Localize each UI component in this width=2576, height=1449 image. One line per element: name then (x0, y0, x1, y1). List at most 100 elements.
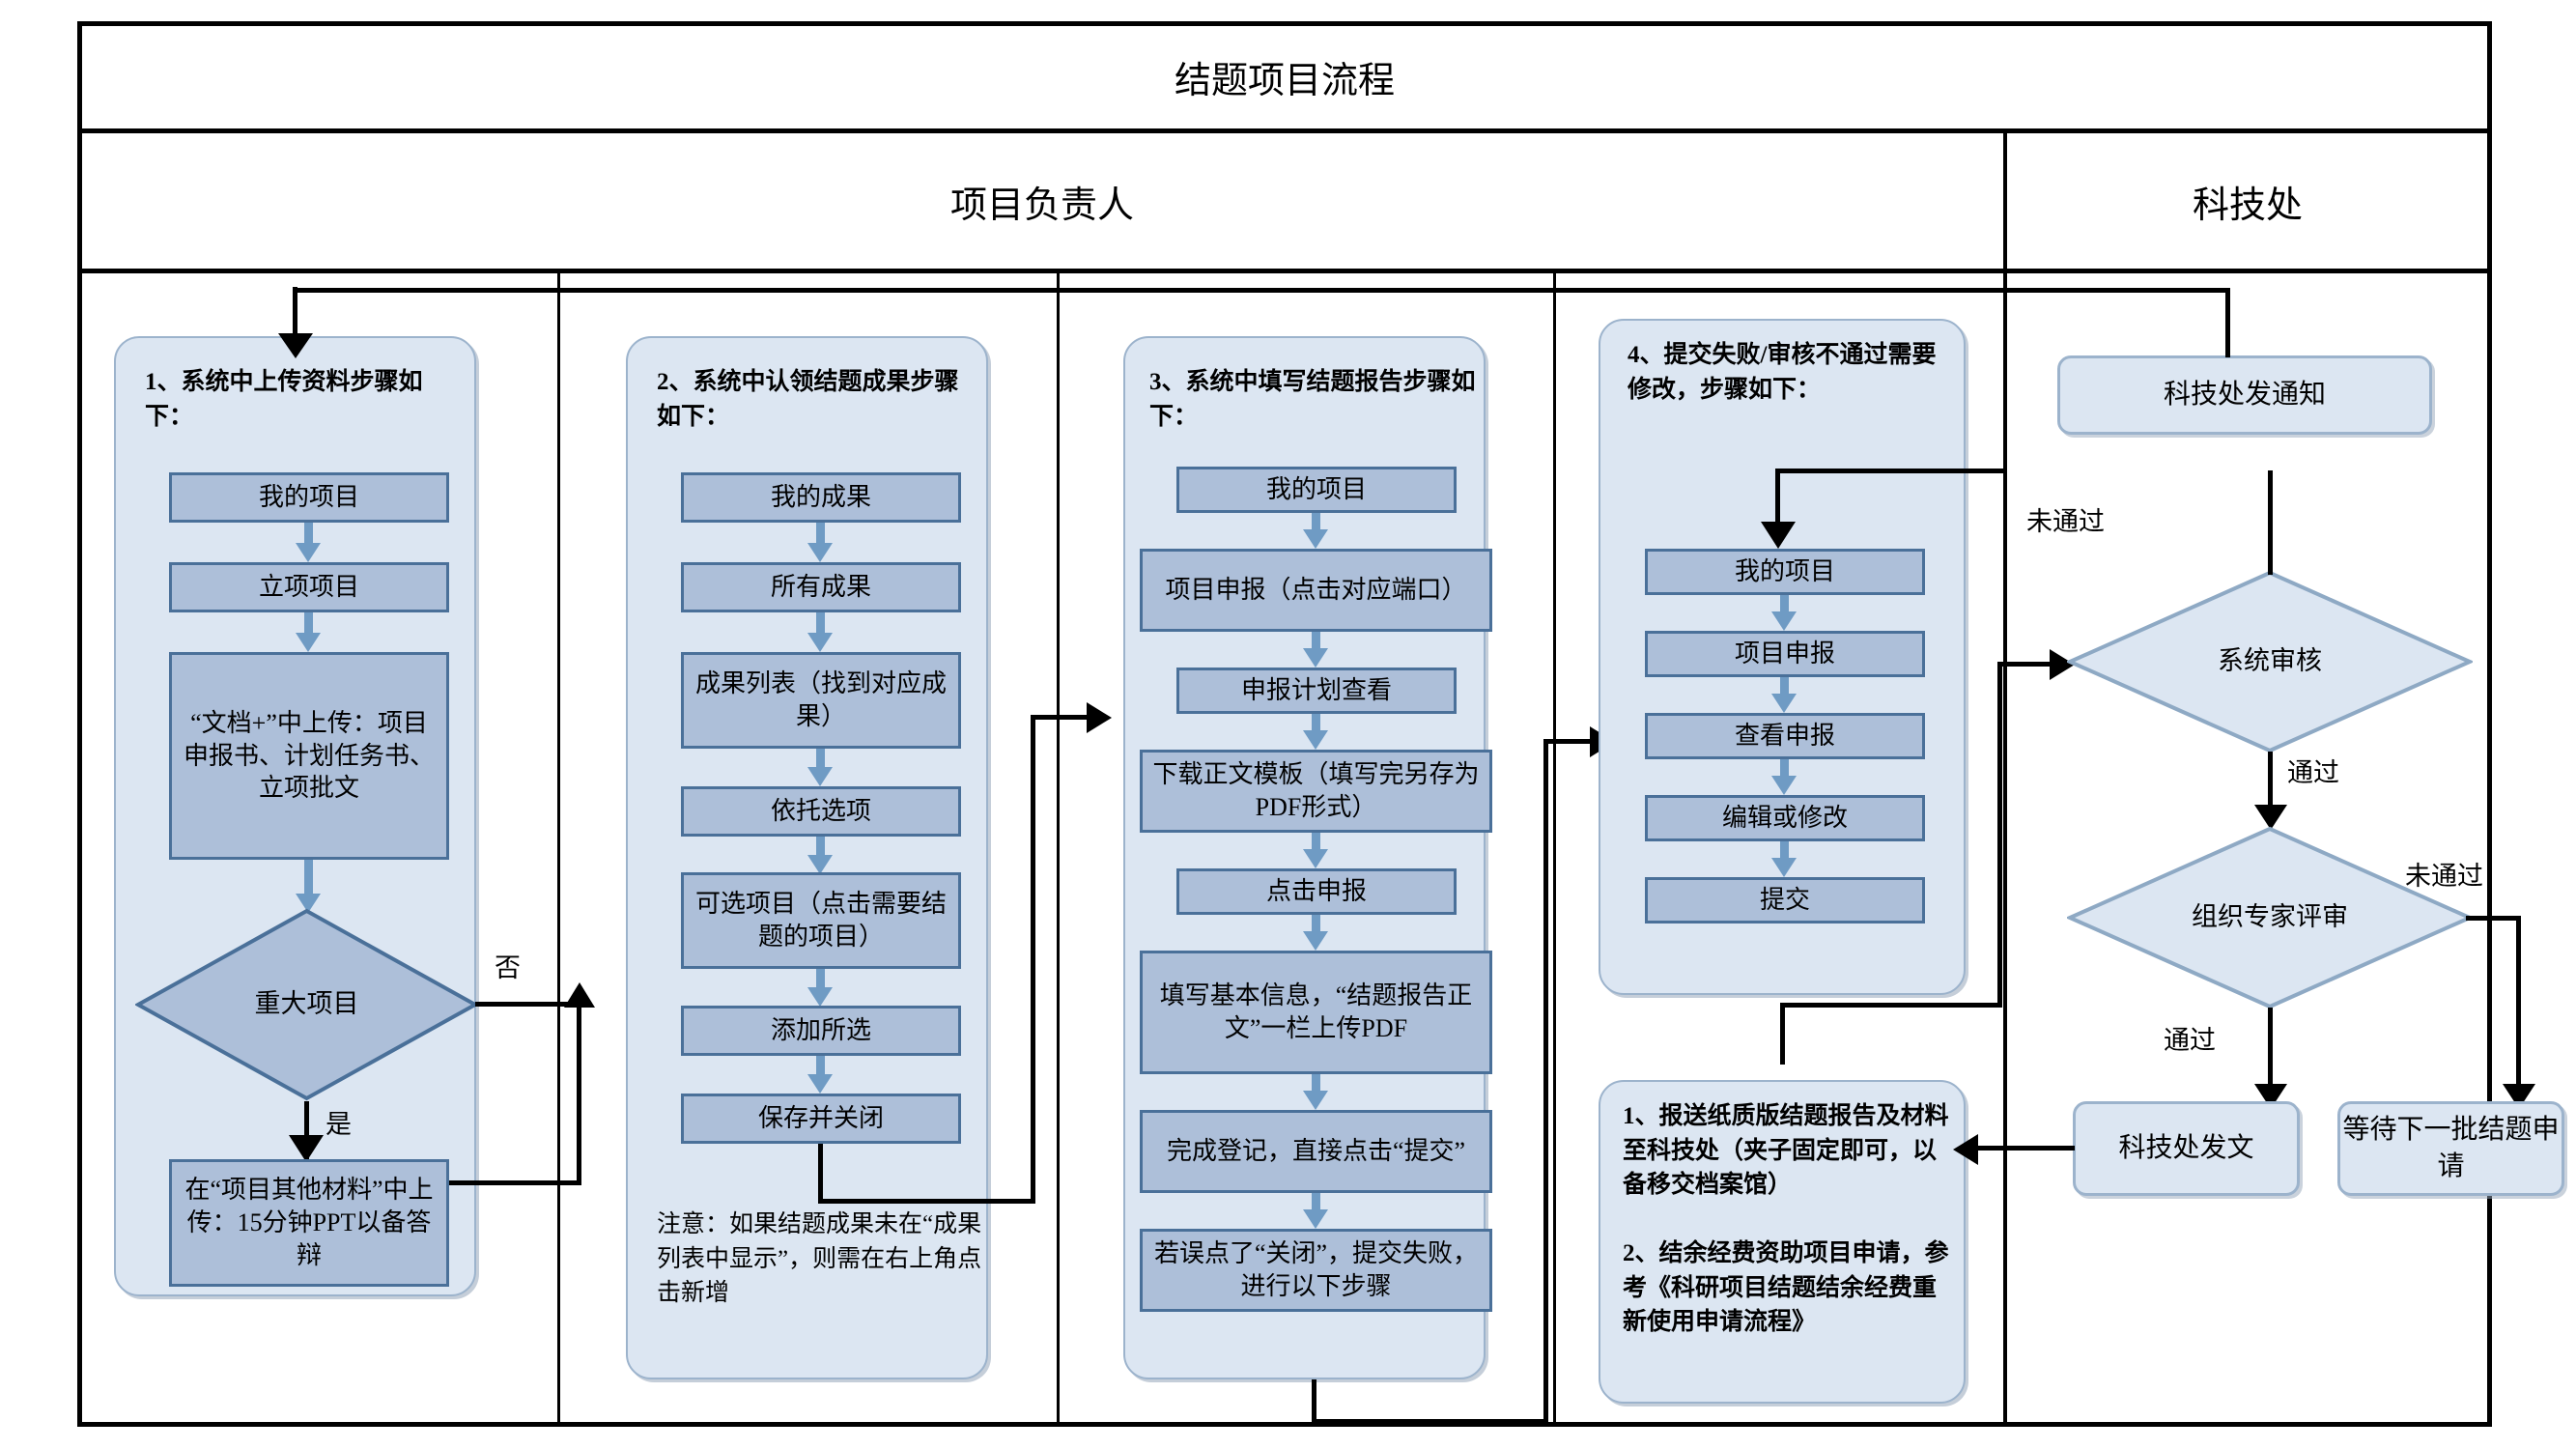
col3-step-5: 点击申报 (1176, 868, 1457, 915)
col2-heading: 2、系统中认领结题成果步骤如下： (657, 369, 959, 430)
edge-publish-to-note-horiz (1973, 1146, 2075, 1151)
edge-fail-into-c4-vert (1775, 469, 1780, 528)
edge-expert-fail-horiz (2466, 916, 2521, 921)
arrowhead-c3-5-6 (1303, 931, 1328, 951)
col4-step-5: 提交 (1645, 877, 1925, 923)
arrowhead-c1-yes (289, 1135, 324, 1162)
diamond-shape (135, 908, 478, 1101)
edge-c4-submit-riser (1997, 662, 2002, 1006)
arrowhead-c3-3-4 (1303, 730, 1328, 750)
arrowhead-c4-2-3 (1771, 694, 1797, 713)
col4-step-4: 编辑或修改 (1645, 795, 1925, 841)
col1-step-1: 我的项目 (169, 472, 449, 523)
col1-step-5: 在“项目其他材料”中上传：15分钟PPT以备答辩 (169, 1159, 449, 1287)
edge-label-yes: 是 (326, 1110, 352, 1139)
col1-heading: 1、系统中上传资料步骤如下： (145, 369, 423, 430)
edge-c3-bottom-riser (1543, 739, 1548, 1424)
edge-c4-to-review-horiz (1997, 662, 2055, 667)
edge-c4-submit-horiz (1780, 1003, 2002, 1008)
arrowhead-into-c4 (1761, 522, 1796, 549)
wait-next-batch: 等待下一批结题申请 (2337, 1101, 2564, 1196)
edge-c1-yes-vert (304, 1101, 309, 1159)
col2-step-1: 我的成果 (681, 472, 961, 523)
col3-step-7: 完成登记，直接点击“提交” (1140, 1110, 1492, 1193)
arrowhead-c1-1-2 (296, 543, 321, 562)
diamond-shape (2067, 570, 2473, 753)
edge-c2-out-horiz-b (818, 1199, 1035, 1204)
col1-decision-major-project: 重大项目 (135, 908, 478, 1101)
col4-step-3: 查看申报 (1645, 713, 1925, 759)
edge-c1-return-vert (577, 1005, 581, 1185)
edge-c2-3-4 (816, 749, 825, 774)
edge-c4-submit-vert (1780, 1005, 1785, 1065)
edge-c3-4-5 (1312, 833, 1320, 854)
col2-step-3: 成果列表（找到对应成果） (681, 652, 961, 749)
col2-step-2: 所有成果 (681, 562, 961, 612)
edge-c3-5-6 (1312, 915, 1320, 936)
lane-divider (2003, 133, 2007, 1425)
column-divider-3 (1553, 273, 1556, 1425)
arrowhead-c4-1-2 (1771, 611, 1797, 631)
system-review-label: 系统审核 (2218, 646, 2322, 676)
arrowhead-c4-to-review (2050, 649, 2075, 680)
arrowhead-c1-3-4 (296, 894, 321, 913)
col2-note: 注意：如果结题成果未在“成果列表中显示”，则需在右上角点击新增 (657, 1211, 982, 1306)
swimlane-frame (77, 21, 2492, 1427)
col4-step-1: 我的项目 (1645, 549, 1925, 595)
edge-c3-bottom-horiz (1312, 1419, 1548, 1424)
edge-c2-4-5 (816, 837, 825, 862)
col3-step-6: 填写基本信息，“结题报告正文”一栏上传PDF (1140, 951, 1492, 1074)
edge-sysreview-pass-vert (2268, 752, 2273, 824)
col3-step-8: 若误点了“关闭”，提交失败，进行以下步骤 (1140, 1229, 1492, 1312)
edge-c2-out-riser (1031, 715, 1035, 1204)
arrowhead-c3-6-7 (1303, 1091, 1328, 1110)
arrowhead-sysreview-pass (2254, 805, 2287, 830)
col3-step-4: 下载正文模板（填写完另存为PDF形式） (1140, 750, 1492, 833)
arrowhead-c2-1-2 (807, 543, 833, 562)
arrowhead-into-col1 (278, 333, 313, 358)
edge-c4-4-5 (1780, 841, 1789, 863)
lane-header-separator (77, 269, 2492, 273)
arrowhead-c2-5-6 (807, 987, 833, 1007)
edge-notice-to-col1-vert (293, 287, 297, 340)
diamond-shape (2067, 826, 2473, 1009)
col4-note: 1、报送纸质版结题报告及材料至科技处（夹子固定即可，以备移交档案馆） 2、结余经… (1623, 1103, 1949, 1335)
edge-c4-3-4 (1780, 759, 1789, 781)
edge-c1-3-4 (304, 860, 313, 900)
edge-fail-into-c4-horiz (1775, 469, 2007, 473)
edge-c2-out-horiz-t (1031, 715, 1093, 720)
col4-heading: 4、提交失败/审核不通过需要修改，步骤如下： (1628, 342, 1937, 403)
edge-c3-into-c4-horiz (1543, 739, 1597, 744)
group-col4-note (1599, 1080, 1966, 1404)
arrowhead-c3-1-2 (1303, 529, 1328, 549)
edge-c3-7-8 (1312, 1193, 1320, 1214)
edge-c4-1-2 (1780, 595, 1789, 616)
col2-step-5: 可选项目（点击需要结题的项目） (681, 872, 961, 969)
arrowhead-c3-7-8 (1303, 1209, 1328, 1229)
title-separator (77, 128, 2492, 133)
edge-c3-1-2 (1312, 513, 1320, 534)
edge-c2-out-vert (818, 1144, 823, 1204)
column-divider-2 (1057, 273, 1060, 1425)
edge-c2-5-6 (816, 969, 825, 994)
edge-label-sysreview-fail: 未通过 (2026, 507, 2105, 536)
edge-c1-2-3 (304, 612, 313, 639)
col2-step-6: 添加所选 (681, 1006, 961, 1056)
edge-c4-2-3 (1780, 677, 1789, 698)
arrowhead-c1-2-3 (296, 633, 321, 652)
edge-c2-6-7 (816, 1056, 825, 1081)
edge-c1-return-horiz (449, 1180, 581, 1185)
arrowhead-c2-to-c3 (1087, 702, 1112, 733)
edge-sysreview-fail-vert (2268, 470, 2273, 575)
col1-decision-label: 重大项目 (254, 989, 359, 1019)
edge-c3-2-3 (1312, 632, 1320, 653)
arrowhead-c1-return (564, 982, 595, 1008)
edge-c1-no-horiz (475, 1002, 581, 1007)
col3-step-1: 我的项目 (1176, 467, 1457, 513)
arrowhead-c3-4-5 (1303, 849, 1328, 868)
col4-step-2: 项目申报 (1645, 631, 1925, 677)
edge-label-expert-fail: 未通过 (2405, 862, 2483, 891)
arrowhead-c2-6-7 (807, 1074, 833, 1094)
edge-c1-1-2 (304, 523, 313, 550)
